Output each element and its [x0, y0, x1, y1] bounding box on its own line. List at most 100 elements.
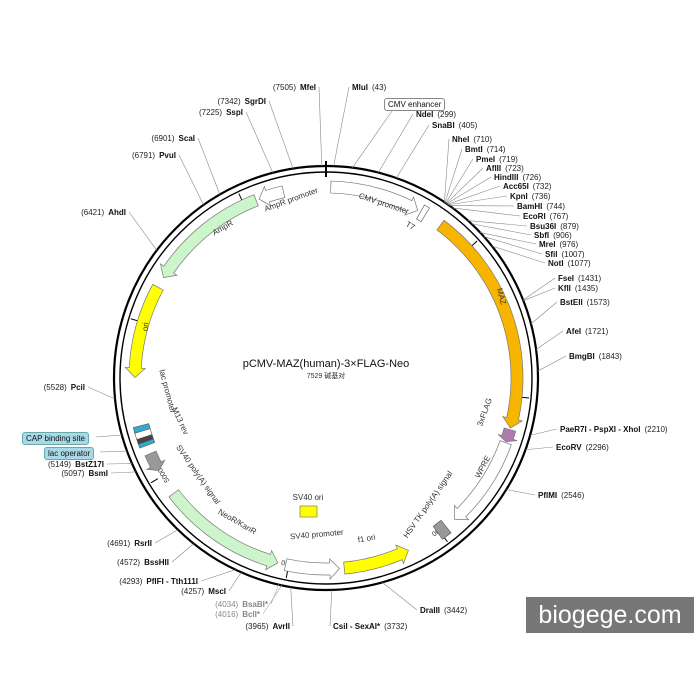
- site-leader-line: [318, 86, 323, 167]
- feature-arrow: [159, 194, 259, 278]
- site-name: SfiI: [545, 250, 557, 259]
- site-leader-line: [525, 446, 554, 451]
- sv40-ori-box: [299, 505, 318, 518]
- site-leader-line: [197, 137, 221, 195]
- feature-arrows: [124, 180, 524, 580]
- site-name: EcoRV: [556, 443, 582, 452]
- site-leader-line: [483, 236, 543, 255]
- site-position: (6791): [132, 151, 155, 160]
- feature-label: ori: [141, 322, 151, 332]
- site-name: BsmI: [88, 469, 108, 478]
- site-label: (7342)SgrDI: [218, 97, 266, 106]
- site-name: AfeI: [566, 327, 581, 336]
- site-label: (4257) MscI: [181, 587, 226, 596]
- site-name: MscI: [208, 587, 226, 596]
- site-label: NheI(710): [452, 135, 492, 144]
- site-label: AflII(723): [486, 164, 524, 173]
- feature-label: T7: [404, 220, 417, 233]
- site-label: (4691)RsrII: [107, 539, 152, 548]
- site-name: PflMI: [538, 491, 557, 500]
- site-leader-line: [382, 582, 418, 611]
- site-label: BmgBI (1843): [569, 352, 622, 361]
- site-name: PciI: [71, 383, 85, 392]
- site-leader-line: [200, 569, 236, 582]
- site-name: KpnI: [510, 192, 528, 201]
- site-name: BmgBI: [569, 352, 595, 361]
- site-name: PaeR7I - PspXI - XhoI: [560, 425, 640, 434]
- site-leader-line: [396, 124, 430, 179]
- site-position: (7225): [199, 108, 222, 117]
- site-leader-line: [530, 428, 558, 436]
- site-leader-line: [245, 111, 274, 173]
- site-name: DraIII: [420, 606, 440, 615]
- site-label: MluI(43): [352, 83, 387, 92]
- site-position: (4572): [117, 558, 140, 567]
- feature-arrow: [436, 219, 524, 429]
- site-name: NotI: [548, 259, 564, 268]
- site-leader-line: [446, 176, 492, 204]
- site-leader-line: [446, 167, 484, 204]
- site-leader-line: [110, 471, 136, 474]
- site-position: (726): [522, 173, 541, 182]
- site-position: (723): [505, 164, 524, 173]
- site-leader-line: [270, 584, 279, 605]
- site-leader-line: [448, 195, 508, 206]
- plasmid-title: pCMV-MAZ(human)-3×FLAG-Neo: [243, 358, 410, 370]
- site-position: (1435): [575, 284, 598, 293]
- site-label: (6901)ScaI: [151, 134, 195, 143]
- feature-label: SV40 ori: [293, 493, 324, 502]
- site-leader-line: [535, 330, 564, 350]
- site-name: SnaBI: [432, 121, 455, 130]
- site-leader-line: [99, 450, 128, 453]
- site-label: Bsu36I (879): [530, 222, 579, 231]
- site-position: (5528): [44, 383, 67, 392]
- site-label: FseI(1431): [558, 274, 601, 283]
- site-leader-line: [378, 113, 414, 173]
- site-label: EcoRI(767): [523, 212, 569, 221]
- site-name: NheI: [452, 135, 469, 144]
- site-name: SspI: [226, 108, 243, 117]
- site-name: CsiI - SexAI*: [333, 622, 381, 631]
- site-position: (1431): [578, 274, 601, 283]
- site-name: KflI: [558, 284, 571, 293]
- feature-arrow: [283, 558, 340, 580]
- lac-operator-label: lac operator: [44, 447, 95, 460]
- site-leader-line: [95, 434, 122, 438]
- restriction-sites: MluI(43)NdeI(299)SnaBI(405)NheI(710)BmtI…: [44, 83, 668, 631]
- site-label: (4016) BclI*: [215, 610, 261, 619]
- site-position: (879): [560, 222, 579, 231]
- site-position: (2296): [586, 443, 609, 452]
- site-label: (4293)PflFI - Tth111I: [119, 577, 198, 586]
- site-position: (4257): [181, 587, 204, 596]
- site-name: BclI*: [242, 610, 261, 619]
- site-name: PmeI: [476, 155, 495, 164]
- site-position: (719): [499, 155, 518, 164]
- cmv-enhancer-label: CMV enhancer: [384, 98, 446, 111]
- site-position: (744): [546, 202, 565, 211]
- site-name: SgrDI: [245, 97, 266, 106]
- site-label: (5097)BsmI: [61, 469, 108, 478]
- site-name: BmtI: [465, 145, 483, 154]
- site-label: (5528) PciI: [44, 383, 85, 392]
- site-name: Bsu36I: [530, 222, 556, 231]
- plasmid-size: 7529 碱基对: [307, 371, 346, 380]
- site-name: MfeI: [300, 83, 316, 92]
- site-label: CsiI - SexAI*(3732): [333, 622, 408, 631]
- feature-label: SV40 promoter: [290, 528, 345, 542]
- site-leader-line: [444, 138, 450, 203]
- site-leader-line: [333, 86, 350, 167]
- site-name: MluI: [352, 83, 368, 92]
- site-position: (732): [533, 182, 552, 191]
- site-leader-line: [480, 232, 537, 245]
- site-position: (4016): [215, 610, 238, 619]
- site-label: SbfI(906): [534, 231, 572, 240]
- feature-box: [132, 423, 151, 434]
- site-label: (4572)BssHII: [117, 558, 169, 567]
- site-position: (1573): [587, 298, 610, 307]
- site-leader-line: [128, 211, 157, 251]
- site-position: (1843): [599, 352, 622, 361]
- site-position: (2210): [644, 425, 667, 434]
- site-position: (3732): [384, 622, 407, 631]
- feature-arrow: [453, 440, 512, 521]
- site-leader-line: [467, 220, 528, 227]
